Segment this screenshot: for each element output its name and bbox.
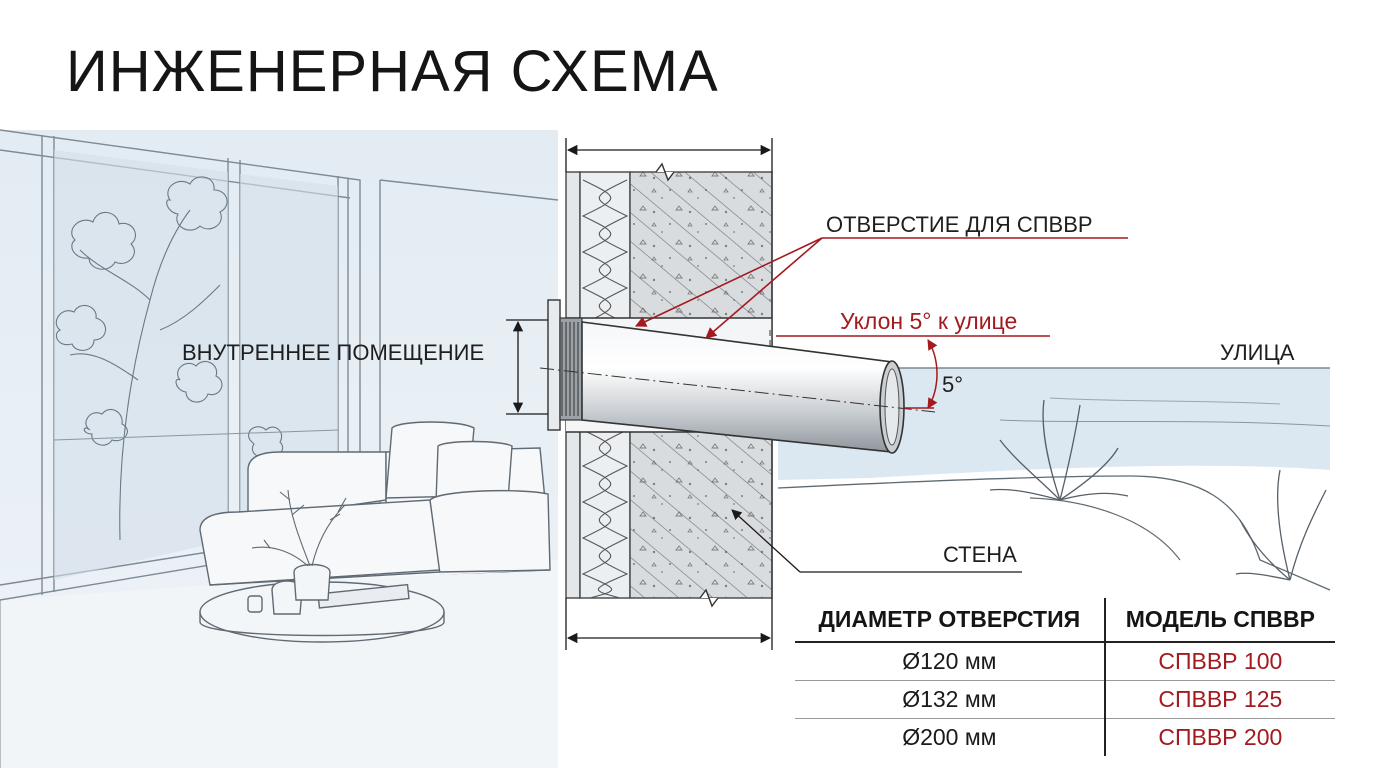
plant-sketch (251, 489, 347, 567)
coffee-table-sketch (199, 563, 445, 643)
table-row: Ø120 мм СПВВР 100 (795, 642, 1335, 681)
page-title: ИНЖЕНЕРНАЯ СХЕМА (66, 39, 719, 104)
callout-hole (634, 237, 1128, 339)
spec-table: ДИАМЕТР ОТВЕРСТИЯ МОДЕЛЬ СПВВР Ø120 мм С… (795, 598, 1335, 756)
label-wall: СТЕНА (943, 542, 1017, 567)
table-cell-diameter: Ø120 мм (795, 642, 1106, 681)
callout-slope (776, 335, 1050, 409)
label-slope: Уклон 5° к улице (840, 308, 1018, 334)
label-indoor: ВНУТРЕННЕЕ ПОМЕЩЕНИЕ (182, 340, 485, 365)
table-cell-diameter: Ø200 мм (795, 718, 1106, 756)
ventilation-duct (539, 299, 936, 454)
label-outdoor: УЛИЦА (1220, 340, 1295, 365)
callout-wall (731, 509, 1022, 573)
table-cell-model: СПВВР 200 (1158, 724, 1283, 750)
table-header-row: ДИАМЕТР ОТВЕРСТИЯ МОДЕЛЬ СПВВР (795, 598, 1335, 643)
label-hole: ОТВЕРСТИЕ ДЛЯ СПВВР (826, 212, 1093, 237)
table-cell-diameter: Ø132 мм (795, 680, 1106, 719)
agave-plant-1 (989, 399, 1129, 501)
insulation-pattern (581, 179, 629, 599)
sofa-sketch (199, 421, 551, 586)
table-header-model: МОДЕЛЬ СПВВР (1104, 598, 1335, 643)
agave-plant-2 (1235, 469, 1327, 581)
interior-room-sketch (0, 129, 559, 768)
dimension-lines (506, 138, 773, 650)
label-angle: 5° (942, 372, 964, 397)
table-cell-model: СПВВР 100 (1104, 642, 1335, 681)
table-cell-model: СПВВР 125 (1104, 680, 1335, 719)
table-header-diameter: ДИАМЕТР ОТВЕРСТИЯ (795, 598, 1106, 643)
table-row: Ø200 мм СПВВР 200 (795, 718, 1335, 756)
table-row: Ø132 мм СПВВР 125 (795, 680, 1335, 719)
tree-sketch (55, 176, 284, 541)
